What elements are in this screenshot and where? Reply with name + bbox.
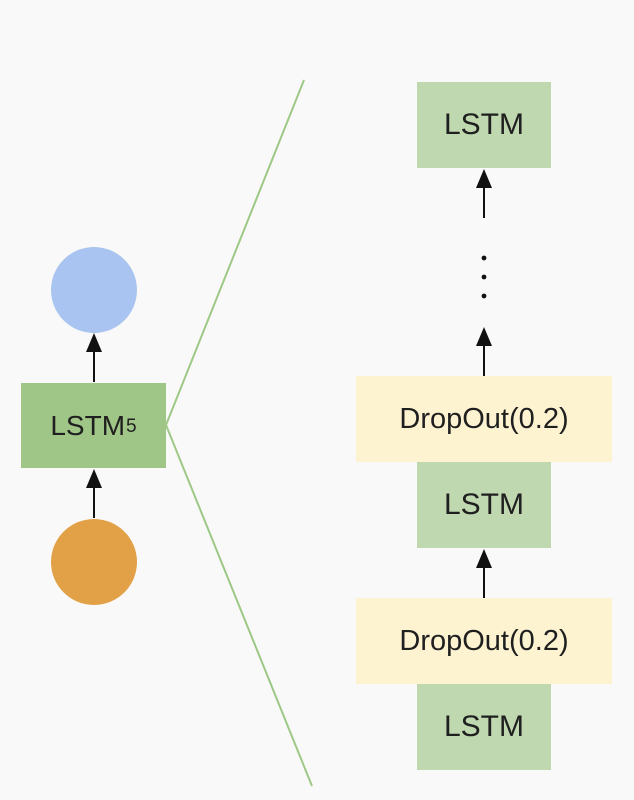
stack-top-lstm-label: LSTM [443, 108, 524, 141]
zoom-line-bottom [165, 424, 313, 787]
zoom-line-top [165, 79, 305, 426]
dropout-label-1: DropOut(0.2) [399, 402, 569, 435]
ellipsis-dot [481, 293, 487, 299]
arrowhead-input-to-lstm [86, 469, 102, 488]
output-circle [51, 247, 137, 333]
arrowhead-stack-3 [476, 169, 492, 188]
dropout-layer-1: DropOut(0.2) [356, 376, 612, 462]
lstm-layer-1: LSTM [417, 462, 551, 548]
lstm-label-2: LSTM [443, 710, 524, 743]
arrowhead-stack-2 [476, 327, 492, 346]
dropout-layer-2: DropOut(0.2) [356, 598, 612, 684]
ellipsis-dot [481, 255, 487, 261]
lstm5-subscript: 5 [126, 415, 137, 437]
dropout-label-2: DropOut(0.2) [399, 624, 569, 657]
input-circle [51, 519, 137, 605]
lstm5-label: LSTM [50, 409, 126, 441]
lstm-label-1: LSTM [443, 488, 524, 521]
arrowhead-lstm-to-output [86, 333, 102, 352]
stack-top-lstm: LSTM [417, 82, 551, 168]
arrowhead-stack-1 [476, 549, 492, 568]
ellipsis-dot [481, 274, 487, 280]
lstm-layer-2: LSTM [417, 684, 551, 770]
